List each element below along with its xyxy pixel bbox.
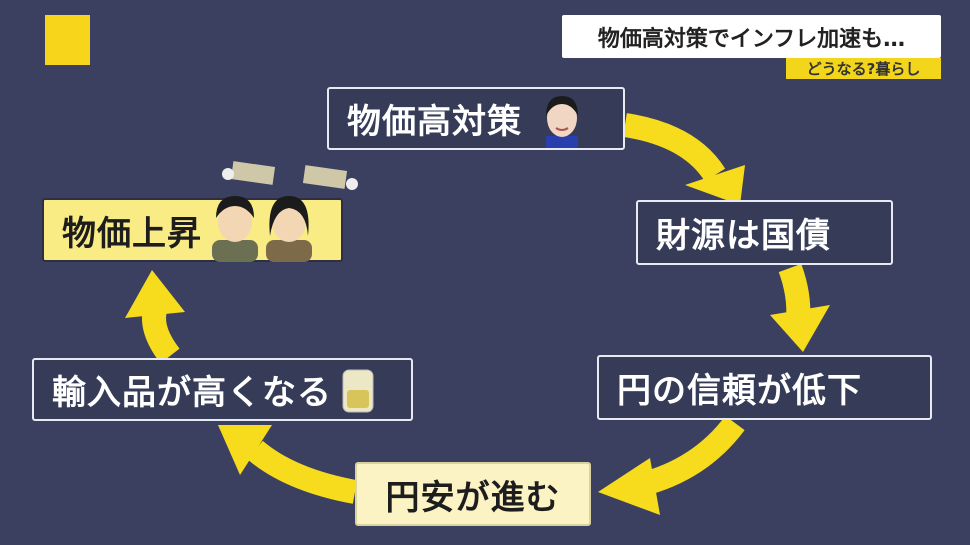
step-label: 物価上昇 (62, 213, 202, 254)
step-label: 円の信頼が低下 (617, 371, 862, 411)
corner-accent (45, 15, 90, 65)
arrow-head-1 (685, 165, 745, 205)
step-imports-costlier: 輸入品が高くなる (32, 358, 413, 421)
step-weak-yen: 円安が進む (355, 462, 591, 526)
step-price-measures: 物価高対策 (327, 87, 625, 150)
step-funding-bonds: 財源は国債 (636, 200, 893, 265)
arrow-head-5 (125, 270, 185, 318)
arrow-head-3 (598, 458, 660, 515)
arrow-4 (247, 440, 358, 504)
step-label: 輸入品が高くなる (52, 373, 332, 413)
step-label: 円安が進む (385, 477, 561, 518)
topic-tag: どうなる?暮らし (786, 58, 941, 79)
step-yen-trust-decline: 円の信頼が低下 (597, 355, 932, 420)
jar-icon (342, 369, 374, 412)
arrow-head-2 (770, 305, 830, 352)
arrow-3 (636, 415, 745, 497)
step-label: 財源は国債 (656, 216, 831, 256)
arrow-5 (142, 307, 180, 364)
arrow-1 (623, 113, 726, 182)
headline: 物価高対策でインフレ加速も… (562, 15, 941, 58)
worried-couple-icon (212, 161, 358, 262)
arrow-head-4 (218, 425, 272, 475)
step-label: 物価高対策 (347, 102, 522, 142)
banknote-icon (222, 161, 358, 190)
politician-portrait-icon (546, 95, 578, 148)
